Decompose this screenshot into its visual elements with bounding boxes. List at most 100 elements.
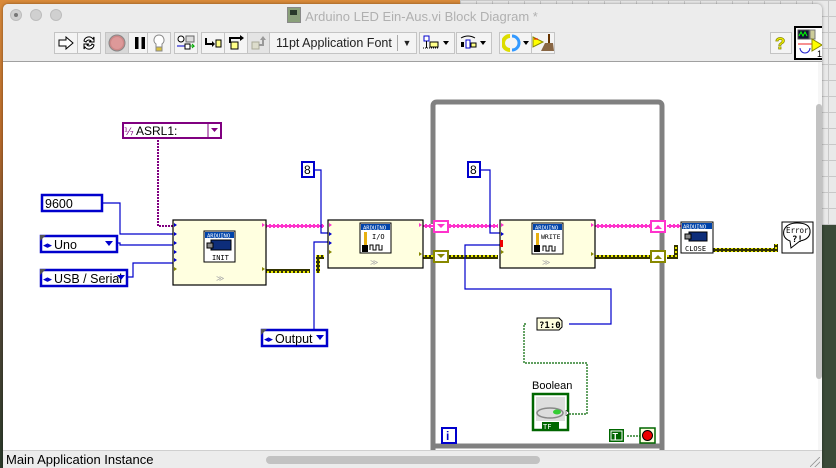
pin-mode-enum[interactable]: ◂▸ Output	[260, 328, 329, 348]
step-into-button[interactable]	[201, 32, 225, 54]
close-window-button[interactable]	[10, 9, 22, 21]
boolean-control-label: Boolean	[532, 380, 572, 392]
abort-stop-icon	[108, 34, 126, 52]
digital-write-node-label: WRITE	[541, 233, 561, 241]
svg-text:≫: ≫	[216, 274, 224, 283]
highlight-execution-button[interactable]	[147, 32, 171, 54]
clean-up-diagram-button[interactable]	[531, 32, 555, 54]
set-pin-mode-node-label: I/O	[372, 233, 385, 241]
pin-number-constant-loop[interactable]: 8	[467, 161, 481, 178]
window-title: Arduino LED Ein-Aus.vi Block Diagram *	[305, 9, 538, 24]
abort-button[interactable]	[105, 32, 129, 54]
visa-resource-value: ASRL1:	[136, 124, 177, 138]
retain-wire-values-icon	[177, 35, 195, 50]
svg-text:Error: Error	[786, 226, 809, 235]
step-over-button[interactable]	[224, 32, 248, 54]
pause-icon	[135, 37, 145, 49]
reorder-icon	[502, 34, 529, 52]
run-button[interactable]	[54, 32, 78, 54]
svg-text:8: 8	[470, 163, 477, 177]
init-node-label: INIT	[212, 254, 230, 262]
chevron-down-icon	[105, 241, 113, 246]
svg-text:◂▸: ◂▸	[43, 274, 53, 284]
title-bar: Arduino LED Ein-Aus.vi Block Diagram *	[3, 4, 822, 25]
visa-name-wire[interactable]	[157, 140, 173, 227]
arduino-set-pin-mode-node[interactable]: ARDUINO I/O ≫	[327, 219, 424, 269]
run-continuously-button[interactable]	[77, 32, 101, 54]
minimize-window-button[interactable]	[30, 9, 42, 21]
loop-stop-condition-terminal[interactable]	[639, 427, 656, 444]
svg-text:?!: ?!	[792, 235, 803, 245]
baud-rate-constant[interactable]: 9600	[40, 193, 104, 213]
error-cluster-wire[interactable]	[266, 244, 778, 273]
connection-type-value: USB / Serial	[54, 272, 122, 286]
svg-text:◂▸: ◂▸	[264, 334, 274, 344]
simple-error-handler-node[interactable]: Error ?!	[781, 221, 814, 254]
clean-up-broom-icon	[532, 34, 554, 51]
chevron-down-icon	[117, 275, 125, 280]
svg-text:ARDUINO: ARDUINO	[535, 226, 558, 232]
arduino-digital-write-node[interactable]: ARDUINO WRITE ≫	[499, 219, 596, 269]
run-continuously-icon	[83, 36, 95, 50]
context-help-button[interactable]: ?	[770, 32, 792, 54]
font-selector[interactable]: 11pt Application Font ▼	[269, 32, 417, 54]
svg-text:i: i	[446, 429, 449, 443]
step-out-button[interactable]	[247, 32, 271, 54]
chevron-down-icon: ▼	[397, 35, 416, 51]
svg-text:T: T	[613, 432, 619, 442]
numeric-wires[interactable]	[103, 169, 612, 338]
board-type-value: Uno	[54, 238, 77, 252]
vi-block-diagram-icon	[287, 7, 302, 23]
step-out-icon	[251, 36, 266, 50]
distribute-objects-button[interactable]	[456, 32, 492, 54]
connector-pane-count: 1	[817, 49, 822, 58]
svg-text:ARDUINO: ARDUINO	[363, 226, 386, 232]
chevron-down-icon	[211, 128, 218, 132]
visa-shift-register-left[interactable]	[433, 220, 449, 233]
reorder-button[interactable]	[499, 32, 535, 54]
pause-button[interactable]	[128, 32, 152, 54]
step-over-icon	[229, 35, 244, 50]
block-diagram-canvas[interactable]: ⅐ ASRL1: 9600 ◂▸ Uno ◂▸	[3, 62, 818, 450]
block-diagram: ⅐ ASRL1: 9600 ◂▸ Uno ◂▸	[39, 99, 814, 450]
svg-text:TF: TF	[543, 423, 551, 431]
vertical-scrollbar-thumb[interactable]	[816, 104, 822, 379]
error-shift-register-left[interactable]	[433, 250, 449, 263]
connection-type-enum[interactable]: ◂▸ USB / Serial	[39, 268, 129, 288]
error-shift-register-right[interactable]	[650, 250, 666, 263]
while-loop[interactable]	[430, 99, 665, 450]
pin-number-constant[interactable]: 8	[301, 161, 315, 178]
toolbar: 11pt Application Font ▼ ?	[3, 25, 822, 62]
boolean-control-terminal[interactable]: TF	[531, 392, 570, 432]
align-objects-icon	[423, 35, 449, 49]
application-instance-label: Main Application Instance	[6, 452, 154, 467]
arduino-close-node[interactable]: ARDUINO CLOSE	[680, 221, 714, 254]
horizontal-scrollbar-thumb[interactable]	[266, 456, 540, 464]
true-constant[interactable]: T	[609, 429, 624, 442]
svg-text:ARDUINO: ARDUINO	[207, 234, 230, 240]
svg-text:≫: ≫	[370, 258, 378, 267]
visa-resource-constant[interactable]: ⅐ ASRL1:	[122, 122, 222, 139]
boolean-to-integer-function[interactable]: ?1:0	[536, 317, 563, 331]
vi-connector-pane-icon[interactable]: 1	[794, 26, 822, 60]
lightbulb-icon	[153, 34, 165, 52]
svg-text:ARDUINO: ARDUINO	[683, 225, 706, 231]
retain-wire-values-button[interactable]	[174, 32, 198, 54]
arduino-init-node[interactable]: ARDUINO INIT ≫	[172, 219, 267, 286]
svg-text:≫: ≫	[542, 258, 550, 267]
board-type-enum[interactable]: ◂▸ Uno	[39, 234, 119, 254]
baud-rate-value: 9600	[45, 197, 73, 211]
font-selector-value: 11pt Application Font	[276, 36, 392, 50]
close-node-label: CLOSE	[685, 245, 706, 253]
step-into-icon	[205, 38, 222, 48]
zoom-window-button[interactable]	[50, 9, 62, 21]
block-diagram-window: Arduino LED Ein-Aus.vi Block Diagram *	[3, 4, 822, 468]
boolean-wire[interactable]	[523, 323, 588, 415]
svg-text:8: 8	[304, 163, 311, 177]
loop-iteration-terminal: i	[441, 427, 457, 444]
visa-resource-wire[interactable]	[266, 224, 681, 228]
visa-shift-register-right[interactable]	[650, 220, 666, 233]
svg-text:?1:0: ?1:0	[539, 321, 561, 331]
resize-grip-icon[interactable]	[810, 457, 820, 467]
align-objects-button[interactable]	[419, 32, 455, 54]
